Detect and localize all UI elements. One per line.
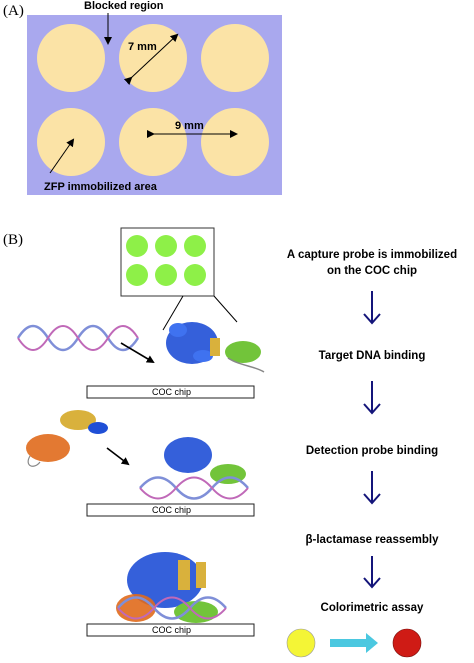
capture-probe-sheet [210, 338, 220, 356]
detection-probe-linker [27, 455, 41, 467]
binding-arrow-2 [106, 447, 130, 466]
flow-arrow-1 [363, 291, 381, 325]
zoom-line-right [213, 295, 238, 323]
flow-arrow-2 [363, 381, 381, 415]
coc-chip-1 [86, 385, 255, 399]
detection-probe-helix [88, 422, 108, 434]
immobilized-area-label: ZFP immobilized area [44, 181, 158, 193]
panel-b-label: (B) [3, 232, 23, 248]
immobilized-area-pointer [49, 138, 75, 174]
complex-sheet-2 [196, 562, 206, 588]
detection-probe-domain [26, 434, 70, 462]
linker [227, 357, 265, 373]
coc-chip-1-label: COC chip [152, 387, 191, 397]
bound-complex-2 [139, 437, 249, 500]
coc-chip-3-label: COC chip [152, 625, 191, 635]
step-flow: A capture probe is immobilized on the CO… [287, 249, 457, 614]
capture-probe-protein [166, 322, 265, 373]
flow-arrow-3 [363, 471, 381, 505]
step-5-label: Colorimetric assay [321, 602, 425, 614]
mini-chip-spots [126, 235, 206, 286]
dna-strand-b [17, 325, 139, 351]
yellow-substrate-circle [286, 628, 316, 658]
mini-spot-3 [184, 235, 206, 257]
detection-probe-sheet [60, 410, 96, 430]
bound-dna-strand-b [139, 476, 249, 500]
color-change-arrow [330, 633, 378, 653]
zfp-domain [225, 341, 261, 363]
detection-probe-protein [26, 410, 108, 467]
mini-spot-1 [126, 235, 148, 257]
mini-spot-4 [126, 264, 148, 286]
complex-dna-strand-b [117, 596, 227, 620]
spot-diameter-label: 7 mm [128, 41, 157, 53]
flow-arrow-4 [363, 556, 381, 589]
spot-5 [119, 108, 187, 176]
panel-a-label: (A) [3, 3, 24, 19]
mini-spot-2 [155, 235, 177, 257]
spot-1 [37, 24, 105, 92]
step-3-label: Detection probe binding [306, 445, 438, 457]
spot-3 [201, 24, 269, 92]
spot-spacing-label: 9 mm [175, 120, 204, 132]
capture-probe-helix-2 [193, 350, 213, 362]
step-2-label: Target DNA binding [319, 350, 426, 362]
blocked-region-label: Blocked region [84, 0, 164, 12]
coc-chip-3 [86, 623, 255, 637]
coc-chip-2-label: COC chip [152, 505, 191, 515]
binding-arrow-1 [120, 342, 155, 364]
diameter-arrow [123, 33, 179, 86]
step-1-line-2: on the COC chip [327, 265, 417, 277]
bound-dna-strand-a [139, 476, 249, 500]
capture-probe-helix-1 [169, 323, 187, 337]
complex-dna-strand-a [117, 596, 227, 620]
mini-spot-6 [184, 264, 206, 286]
step-1-line-1: A capture probe is immobilized [287, 249, 457, 261]
sandwich-complex [116, 552, 227, 623]
complex-sheet-1 [178, 560, 190, 590]
bound-capture-domain [164, 437, 212, 473]
mini-spot-5 [155, 264, 177, 286]
complex-green-domain [174, 601, 218, 623]
free-dna-helix [16, 324, 140, 352]
step-4-label: β-lactamase reassembly [306, 534, 440, 546]
red-product-circle [392, 628, 422, 658]
zoom-line-left [162, 295, 184, 331]
coc-chip-2 [86, 503, 255, 517]
spot-6 [201, 108, 269, 176]
